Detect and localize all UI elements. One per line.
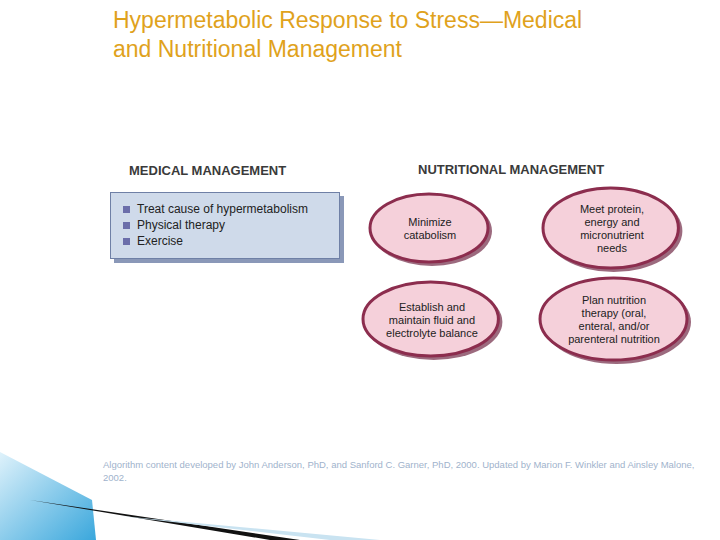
section-heading: NUTRITIONAL MANAGEMENT (418, 162, 604, 177)
oval-content: Minimize catabolism (367, 191, 493, 267)
goal-oval: Plan nutrition therapy (oral, enteral, a… (537, 275, 692, 365)
oval-content: Meet protein, energy and micronutrient n… (540, 185, 683, 273)
oval-content: Establish and maintain fluid and electro… (360, 279, 503, 361)
goal-oval: Meet protein, energy and micronutrient n… (540, 185, 683, 273)
bullet-square (123, 206, 130, 213)
bullet-square (123, 238, 130, 245)
bullet-item: Exercise (123, 233, 327, 249)
bullet-text: Treat cause of hypermetabolism (137, 201, 308, 217)
blue-swoosh (0, 452, 96, 540)
bullet-text: Physical therapy (137, 217, 225, 233)
goal-oval: Establish and maintain fluid and electro… (360, 279, 503, 361)
goal-oval: Minimize catabolism (367, 191, 493, 267)
bullet-square (123, 222, 130, 229)
slide-title: Hypermetabolic Response to Stress—Medica… (113, 6, 593, 64)
oval-text: Establish and maintain fluid and electro… (386, 301, 478, 340)
section-heading: MEDICAL MANAGEMENT (129, 163, 286, 178)
oval-fill (370, 194, 488, 262)
black-swoosh (30, 500, 300, 540)
bullet-text: Exercise (137, 233, 183, 249)
management-box: MEDICAL MANAGEMENTTreat cause of hyperme… (110, 192, 340, 259)
oval-fill (543, 188, 678, 268)
credit-note: Algorithm content developed by John Ande… (103, 458, 703, 484)
oval-fill (363, 282, 498, 356)
oval-text: Plan nutrition therapy (oral, enteral, a… (564, 294, 664, 346)
bullet-item: Physical therapy (123, 217, 327, 233)
bullet-item: Treat cause of hypermetabolism (123, 201, 327, 217)
light-swoosh (120, 516, 380, 540)
oval-text: Meet protein, energy and micronutrient n… (566, 203, 658, 255)
oval-text: Minimize catabolism (390, 216, 470, 242)
oval-fill (540, 278, 687, 360)
oval-content: Plan nutrition therapy (oral, enteral, a… (537, 275, 692, 365)
